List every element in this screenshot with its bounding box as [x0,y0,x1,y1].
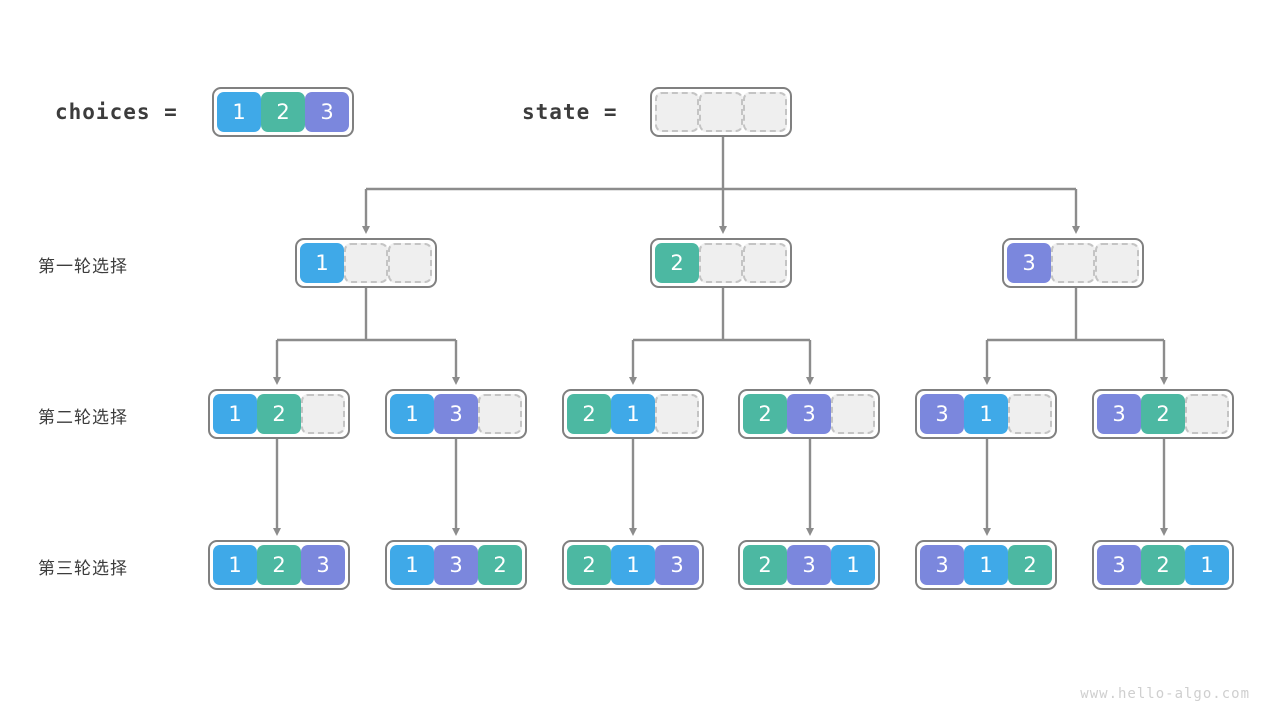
row-label-round-2: 第二轮选择 [38,408,128,428]
array-cell-empty [699,243,743,283]
array-cell-value: 2 [743,394,787,434]
row-label-round-3: 第三轮选择 [38,559,128,579]
array-cell-empty [1095,243,1139,283]
watermark: www.hello-algo.com [1080,686,1250,702]
array-cell-value: 2 [1141,545,1185,585]
array-cell-value: 2 [257,394,301,434]
array-cell-value: 2 [743,545,787,585]
array-cell-value: 2 [567,394,611,434]
array-cell-value: 1 [213,545,257,585]
array-cell-value: 1 [831,545,875,585]
array-cell-value: 1 [964,394,1008,434]
array-cell-value: 1 [611,394,655,434]
array-cell-value: 2 [257,545,301,585]
row-label-round-1: 第一轮选择 [38,257,128,277]
array-cell-value: 2 [478,545,522,585]
array-cell-value: 1 [611,545,655,585]
array-cell-value: 2 [655,243,699,283]
state-label: state = [522,100,618,124]
array-cell-value: 3 [1007,243,1051,283]
array-cell-value: 3 [920,545,964,585]
array-cell-value: 1 [217,92,261,132]
array-cell-value: 3 [655,545,699,585]
array-cell-value: 2 [261,92,305,132]
array-cell-empty [743,92,787,132]
array-cell-empty [655,92,699,132]
array-cell-empty [831,394,875,434]
array-cell-value: 1 [300,243,344,283]
array-cell-value: 3 [1097,545,1141,585]
array-cell-empty [388,243,432,283]
array-cell-value: 2 [1008,545,1052,585]
array-cell-value: 1 [390,394,434,434]
array-cell-value: 2 [1141,394,1185,434]
array-cell-value: 3 [787,545,831,585]
array-cell-value: 1 [390,545,434,585]
array-cell-value: 3 [787,394,831,434]
array-cell-value: 1 [964,545,1008,585]
array-cell-value: 3 [301,545,345,585]
array-cell-value: 2 [567,545,611,585]
array-cell-empty [743,243,787,283]
array-cell-value: 1 [1185,545,1229,585]
state-array-root [650,87,792,137]
array-cell-empty [301,394,345,434]
array-cell-empty [655,394,699,434]
array-cell-value: 3 [305,92,349,132]
choices-label: choices = [55,100,178,124]
state-array-l1-1: 1 [295,238,437,288]
array-cell-value: 3 [920,394,964,434]
state-array-l1-3: 3 [1002,238,1144,288]
array-cell-value: 3 [434,394,478,434]
array-cell-empty [699,92,743,132]
state-array-l1-2: 2 [650,238,792,288]
array-cell-empty [478,394,522,434]
array-cell-empty [344,243,388,283]
array-cell-value: 1 [213,394,257,434]
array-cell-empty [1008,394,1052,434]
array-cell-empty [1185,394,1229,434]
array-cell-empty [1051,243,1095,283]
array-cell-value: 3 [1097,394,1141,434]
array-cell-value: 3 [434,545,478,585]
